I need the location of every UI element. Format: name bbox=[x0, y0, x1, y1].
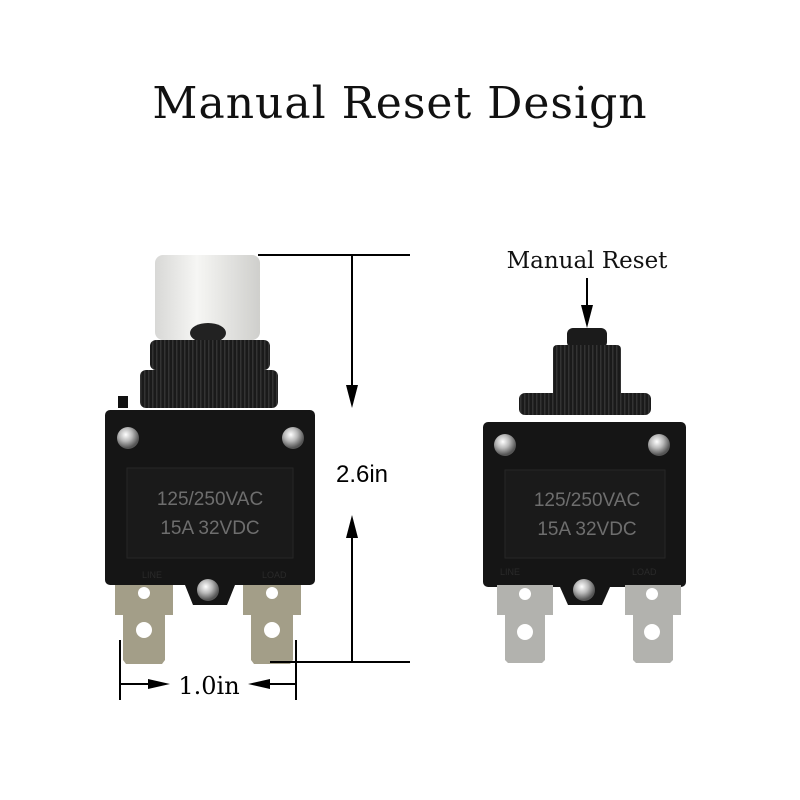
rating-line2: 15A 32VDC bbox=[537, 519, 636, 540]
nut-flange bbox=[140, 370, 278, 408]
manual-reset-callout: Manual Reset bbox=[507, 248, 669, 274]
terminal-load bbox=[625, 585, 681, 663]
rating-line1: 125/250VAC bbox=[157, 489, 263, 510]
height-label: 2.6in bbox=[336, 461, 388, 488]
arrow-left-icon bbox=[248, 679, 270, 689]
width-label: 1.0in bbox=[178, 672, 239, 700]
terminal-label-line: LINE bbox=[500, 567, 520, 577]
terminal-line bbox=[497, 585, 553, 663]
screw bbox=[648, 434, 670, 456]
page-title: Manual Reset Design bbox=[152, 78, 648, 129]
screw bbox=[282, 427, 304, 449]
height-dimension bbox=[258, 254, 410, 663]
screw bbox=[494, 434, 516, 456]
terminal-label-line: LINE bbox=[142, 570, 162, 580]
terminal-label-load: LOAD bbox=[262, 570, 287, 580]
terminal-label-load: LOAD bbox=[632, 567, 657, 577]
arrow-down-icon bbox=[581, 305, 593, 328]
rating-line1: 125/250VAC bbox=[534, 490, 640, 511]
right-breaker: 125/250VAC 15A 32VDC LINE LOAD bbox=[483, 328, 686, 663]
rubber-cap bbox=[155, 255, 260, 340]
nut-flange bbox=[519, 393, 651, 415]
terminal-line bbox=[115, 585, 173, 664]
left-breaker: 125/250VAC 15A 32VDC LINE LOAD bbox=[105, 255, 315, 664]
reset-button bbox=[567, 328, 607, 348]
arrow-up-icon bbox=[346, 515, 358, 538]
rating-line2: 15A 32VDC bbox=[160, 518, 259, 539]
screw bbox=[197, 579, 219, 601]
nut bbox=[150, 340, 270, 370]
terminal-load bbox=[243, 585, 301, 664]
screw bbox=[117, 427, 139, 449]
threaded-bushing bbox=[553, 345, 621, 397]
arrow-right-icon bbox=[148, 679, 170, 689]
screw bbox=[573, 579, 595, 601]
arrow-down-icon bbox=[346, 385, 358, 408]
